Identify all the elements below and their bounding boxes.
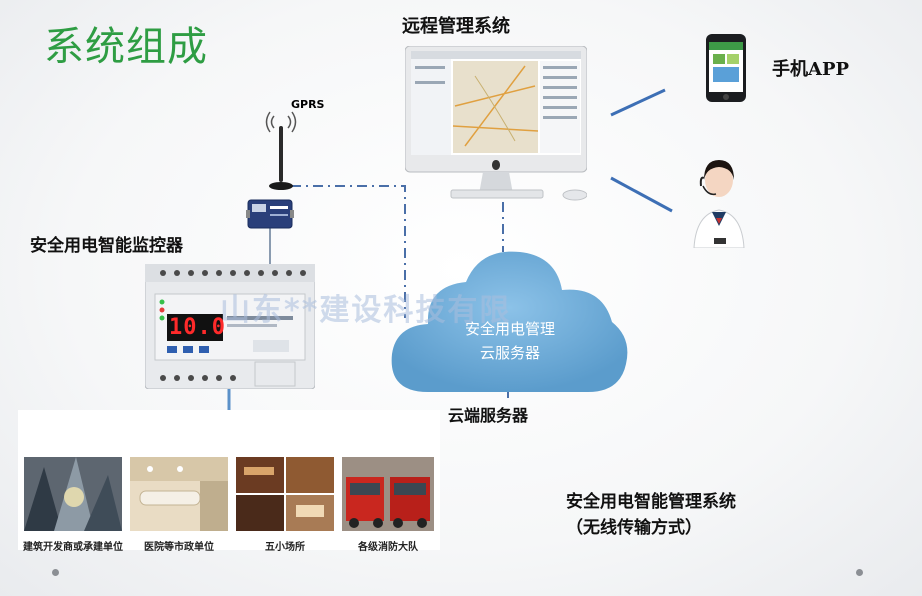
building-photo — [24, 457, 122, 531]
system-transmission-mode: （无线传输方式） — [566, 518, 702, 538]
app-link-line — [610, 88, 666, 117]
computer-illustration — [404, 45, 588, 204]
smart-monitor-device: 10.0 — [144, 263, 316, 390]
cloud-line-1: 安全用电管理 — [464, 320, 555, 338]
phone-icon — [704, 32, 748, 104]
remote-system-label: 远程管理系统 — [402, 16, 510, 37]
operator-link-line — [610, 176, 673, 213]
caption-developer: 建筑开发商或承建单位 — [23, 542, 123, 553]
page-title: 系统组成 — [44, 24, 208, 70]
caption-hospital: 医院等市政单位 — [144, 542, 214, 553]
cloud-line-2: 云服务器 — [479, 344, 540, 362]
watermark-text: 山东**建设科技有限 — [220, 293, 512, 328]
cloud-server-label: 云端服务器 — [448, 406, 529, 425]
caption-fire-brigade: 各级消防大队 — [358, 542, 418, 553]
gprs-gateway-icon — [246, 196, 294, 232]
fire-brigade-photo — [342, 457, 434, 531]
wireless-link-line — [291, 185, 406, 318]
device-display-reading: 10.0 — [169, 315, 226, 340]
hospital-photo — [130, 457, 228, 531]
slide-dot-right — [856, 569, 863, 576]
operator-icon — [686, 152, 752, 249]
small-venues-photo — [236, 457, 334, 531]
caption-small-venues: 五小场所 — [265, 542, 305, 553]
gprs-label: GPRS — [291, 98, 325, 111]
monitor-label: 安全用电智能监控器 — [30, 236, 183, 256]
antenna-icon — [264, 110, 298, 194]
cloud-server-icon: 安全用电管理 云服务器 — [388, 242, 632, 394]
slide-dot-left — [52, 569, 59, 576]
system-name: 安全用电智能管理系统 — [566, 492, 736, 512]
mobile-app-label: 手机APP — [772, 59, 850, 80]
